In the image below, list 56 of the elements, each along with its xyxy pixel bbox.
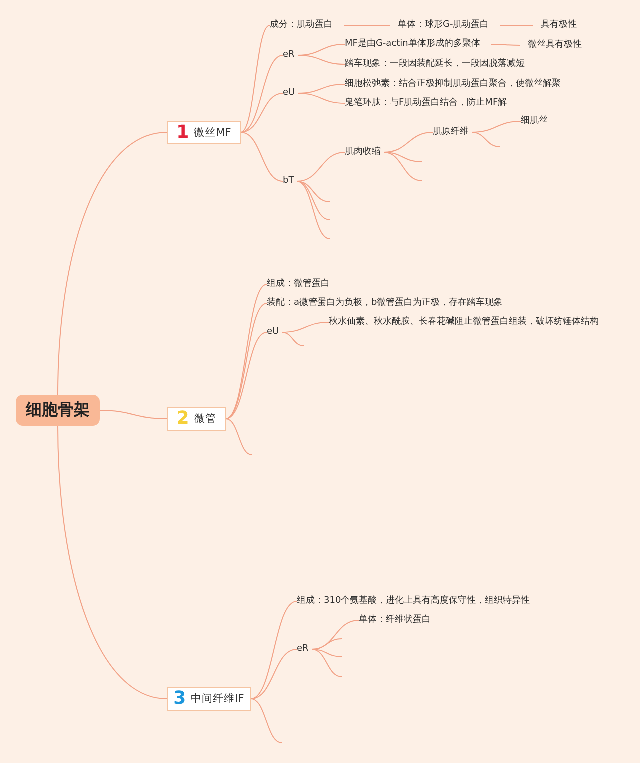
branch-line: [282, 322, 330, 333]
branch-line: [282, 332, 304, 346]
topic-label: 微管: [194, 412, 216, 426]
branch-text: eR: [297, 643, 309, 656]
branch-line: [298, 93, 346, 104]
branch-text: 细胞松弛素：结合正极抑制肌动蛋白聚合，使微丝解聚: [345, 78, 561, 91]
branch-text: 肌肉收缩: [345, 146, 381, 159]
branch-line: [312, 649, 342, 678]
branch-line: [298, 55, 346, 65]
branch-line: [240, 132, 284, 182]
topic-label: 中间纤维IF: [191, 692, 244, 706]
branch-line: [250, 698, 282, 744]
branch-line: [226, 332, 268, 420]
branch-line: [500, 25, 534, 26]
topic-label: 微丝MF: [194, 126, 232, 140]
topic-number: 3: [174, 690, 186, 708]
branch-line: [58, 426, 168, 700]
branch-line: [472, 132, 500, 148]
branch-line: [226, 418, 252, 456]
branch-line: [250, 601, 298, 700]
branch-text: 秋水仙素、秋水酰胺、长春花碱阻止微管蛋白组装，破坏纺锤体结构: [329, 316, 599, 329]
branch-text: 微丝具有极性: [528, 39, 582, 52]
branch-line: [296, 181, 330, 202]
topic-number: 1: [176, 124, 190, 142]
branch-text: eU: [267, 326, 280, 339]
branch-text: 组成：微管蛋白: [267, 278, 330, 291]
branch-text: bT: [283, 175, 294, 188]
branch-line: [312, 649, 342, 658]
branch-text: 组成：310个氨基酸，进化上具有高度保守性，组织特异性: [297, 595, 530, 608]
branch-line: [344, 25, 390, 26]
branch-text: 鬼笔环肽：与F肌动蛋白结合，防止MF解: [345, 97, 508, 110]
branch-line: [58, 132, 168, 396]
branch-line: [250, 649, 298, 700]
branch-text: 装配：a微管蛋白为负极，b微管蛋白为正极，存在踏车现象: [267, 297, 504, 310]
branch-line: [240, 55, 284, 133]
branch-text: eR: [283, 49, 295, 62]
topic-number: 2: [176, 410, 190, 428]
branch-line: [296, 181, 330, 240]
branch-text: 具有极性: [541, 19, 577, 32]
branch-text: 单体：球形G-肌动蛋白: [398, 19, 490, 32]
topic-box: [167, 121, 241, 144]
topic-box: [167, 407, 226, 431]
branch-text: 成分：肌动蛋白: [270, 19, 333, 32]
branch-line: [240, 25, 270, 133]
branch-text: 肌原纤维: [433, 126, 469, 139]
central-topic: 细胞骨架: [16, 395, 100, 426]
branch-text: 踏车现象：一段因装配延长，一段因脱落减短: [345, 58, 525, 71]
branch-line: [240, 93, 284, 133]
branch-line: [490, 44, 520, 46]
branch-text: 单体：纤维状蛋白: [359, 614, 431, 627]
branch-line: [384, 152, 422, 182]
branch-text: eU: [283, 87, 296, 100]
branch-text: 细肌丝: [521, 115, 548, 128]
branch-line: [100, 410, 168, 420]
branch-text: MF是由G-actin单体形成的多聚体: [345, 38, 480, 51]
topic-box: [167, 687, 251, 711]
